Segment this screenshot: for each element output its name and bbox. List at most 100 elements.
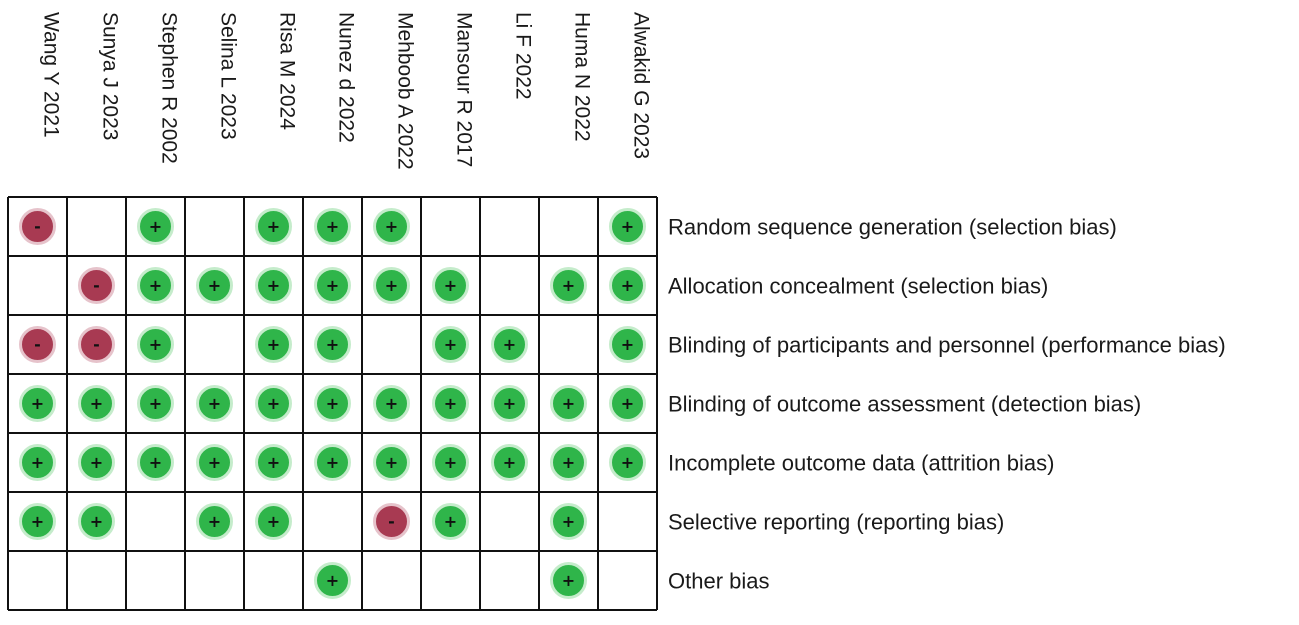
judgement-low-r3-c3: + (196, 385, 233, 422)
judgement-dot (373, 444, 410, 481)
judgement-dot (432, 503, 469, 540)
judgement-low-r2-c8: + (491, 326, 528, 363)
judgement-high-r2-c1: - (78, 326, 115, 363)
judgement-low-r4-c4: + (255, 444, 292, 481)
judgement-low-r4-c10: + (609, 444, 646, 481)
judgement-symbol: + (208, 276, 221, 295)
judgement-symbol: + (621, 217, 634, 236)
judgement-low-r5-c3: + (196, 503, 233, 540)
judgement-symbol: + (326, 453, 339, 472)
judgement-symbol: + (31, 394, 44, 413)
judgement-low-r3-c4: + (255, 385, 292, 422)
judgement-dot (196, 385, 233, 422)
judgement-low-r0-c2: + (137, 208, 174, 245)
judgement-low-r5-c9: + (550, 503, 587, 540)
judgement-dot (609, 444, 646, 481)
judgement-symbol: + (621, 276, 634, 295)
judgement-cells: -+++++-++++++++--+++++++++++++++++++++++… (19, 208, 646, 599)
judgement-symbol: + (31, 512, 44, 531)
judgement-dot (609, 326, 646, 363)
judgement-dot (255, 267, 292, 304)
judgement-low-r6-c5: + (314, 562, 351, 599)
judgement-symbol: + (444, 453, 457, 472)
judgement-symbol: + (562, 571, 575, 590)
judgement-symbol: + (562, 453, 575, 472)
judgement-symbol: + (326, 335, 339, 354)
judgement-symbol: + (562, 276, 575, 295)
study-label: Sunya J 2023 (99, 12, 122, 140)
judgement-dot (314, 208, 351, 245)
judgement-low-r5-c7: + (432, 503, 469, 540)
judgement-symbol: + (208, 453, 221, 472)
judgement-symbol: + (326, 276, 339, 295)
judgement-low-r5-c0: + (19, 503, 56, 540)
judgement-dot (373, 503, 410, 540)
judgement-dot (196, 503, 233, 540)
judgement-dot (609, 267, 646, 304)
judgement-symbol: - (93, 335, 100, 354)
judgement-symbol: + (208, 512, 221, 531)
judgement-symbol: + (503, 394, 516, 413)
study-label: Alwakid G 2023 (630, 12, 653, 159)
judgement-low-r3-c0: + (19, 385, 56, 422)
judgement-dot (78, 326, 115, 363)
judgement-symbol: - (388, 512, 395, 531)
judgement-symbol: + (385, 394, 398, 413)
judgement-symbol: + (149, 394, 162, 413)
judgement-low-r5-c1: + (78, 503, 115, 540)
judgement-low-r3-c8: + (491, 385, 528, 422)
judgement-symbol: + (326, 394, 339, 413)
judgement-high-r1-c1: - (78, 267, 115, 304)
judgement-dot (78, 444, 115, 481)
judgement-dot (19, 503, 56, 540)
domain-label: Allocation concealment (selection bias) (668, 274, 1048, 299)
judgement-symbol: + (90, 394, 103, 413)
judgement-dot (314, 326, 351, 363)
judgement-low-r5-c4: + (255, 503, 292, 540)
study-label: Li F 2022 (512, 12, 535, 100)
judgement-dot (550, 503, 587, 540)
judgement-low-r3-c5: + (314, 385, 351, 422)
judgement-dot (432, 267, 469, 304)
domain-label: Blinding of outcome assessment (detectio… (668, 392, 1141, 417)
judgement-low-r3-c1: + (78, 385, 115, 422)
judgement-dot (314, 385, 351, 422)
judgement-low-r2-c10: + (609, 326, 646, 363)
judgement-low-r2-c4: + (255, 326, 292, 363)
judgement-dot (255, 385, 292, 422)
judgement-symbol: + (267, 335, 280, 354)
judgement-dot (550, 562, 587, 599)
judgement-dot (137, 208, 174, 245)
judgement-low-r4-c1: + (78, 444, 115, 481)
judgement-symbol: + (385, 217, 398, 236)
study-label: Stephen R 2002 (158, 12, 181, 164)
judgement-dot (78, 385, 115, 422)
judgement-dot (373, 385, 410, 422)
domain-label: Selective reporting (reporting bias) (668, 510, 1004, 535)
judgement-low-r1-c2: + (137, 267, 174, 304)
judgement-low-r4-c2: + (137, 444, 174, 481)
judgement-symbol: + (444, 276, 457, 295)
judgement-symbol: + (562, 512, 575, 531)
judgement-dot (432, 444, 469, 481)
judgement-dot (609, 385, 646, 422)
judgement-dot (373, 267, 410, 304)
domain-label: Blinding of participants and personnel (… (668, 333, 1226, 358)
judgement-symbol: + (385, 453, 398, 472)
judgement-symbol: + (444, 335, 457, 354)
judgement-dot (137, 267, 174, 304)
judgement-symbol: + (326, 217, 339, 236)
judgement-low-r0-c5: + (314, 208, 351, 245)
judgement-low-r1-c6: + (373, 267, 410, 304)
judgement-symbol: + (267, 512, 280, 531)
judgement-low-r3-c7: + (432, 385, 469, 422)
judgement-dot (19, 444, 56, 481)
judgement-symbol: + (326, 571, 339, 590)
judgement-high-r0-c0: - (19, 208, 56, 245)
judgement-symbol: + (562, 394, 575, 413)
judgement-symbol: + (444, 512, 457, 531)
judgement-low-r3-c6: + (373, 385, 410, 422)
study-label: Wang Y 2021 (40, 12, 63, 138)
judgement-symbol: + (149, 217, 162, 236)
grid (7, 196, 658, 611)
